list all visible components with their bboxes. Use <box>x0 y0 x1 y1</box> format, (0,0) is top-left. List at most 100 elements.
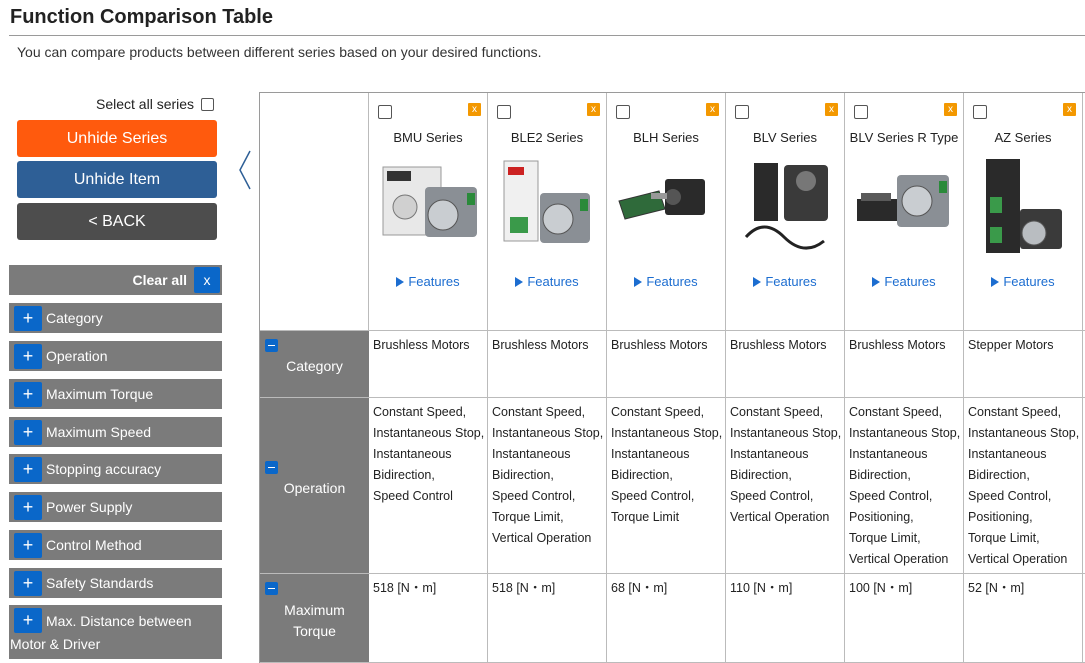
select-all-checkbox[interactable] <box>201 97 215 111</box>
filter-power-supply[interactable]: + Power Supply <box>9 492 222 522</box>
expand-icon[interactable]: + <box>14 532 42 558</box>
series-checkbox[interactable] <box>973 105 987 119</box>
comparison-table: x BMU Series Features x BLE2 Series Feat… <box>259 92 1085 663</box>
features-link[interactable]: Features <box>369 274 487 289</box>
table-cell: Constant Speed, Instantaneous Stop, Inst… <box>369 398 488 573</box>
expand-icon[interactable]: + <box>14 305 42 331</box>
unhide-item-button[interactable]: Unhide Item <box>17 161 217 198</box>
series-header: x BLE2 Series Features <box>488 93 607 330</box>
filter-label: Control Method <box>46 537 142 553</box>
remove-series-button[interactable]: x <box>825 103 838 116</box>
filter-label: Max. Distance between <box>46 612 192 629</box>
table-cell: Constant Speed, Instantaneous Stop, Inst… <box>964 398 1083 573</box>
filter-operation[interactable]: + Operation <box>9 341 222 371</box>
cell-text: Constant Speed, <box>968 405 1062 419</box>
table-cell: Brushless Motors <box>607 331 726 397</box>
cell-text: Speed Control, <box>968 489 1052 503</box>
features-link[interactable]: Features <box>964 274 1082 289</box>
filter-control-method[interactable]: + Control Method <box>9 530 222 560</box>
filter-safety-standards[interactable]: + Safety Standards <box>9 568 222 598</box>
series-header: x BMU Series Features <box>369 93 488 330</box>
cell-text: Constant Speed, <box>611 405 705 419</box>
features-label: Features <box>408 274 460 289</box>
collapse-panel-icon[interactable] <box>238 150 252 190</box>
cell-text: Instantaneous Stop, <box>849 426 961 440</box>
remove-series-button[interactable]: x <box>706 103 719 116</box>
clear-all-button[interactable]: x <box>194 267 220 293</box>
row-divider <box>260 330 1085 331</box>
expand-icon[interactable]: + <box>14 419 42 445</box>
series-checkbox[interactable] <box>735 105 749 119</box>
series-checkbox[interactable] <box>616 105 630 119</box>
unhide-series-button[interactable]: Unhide Series <box>17 120 217 157</box>
features-link[interactable]: Features <box>726 274 844 289</box>
cell-text: Speed Control, <box>611 489 695 503</box>
cell-text: Constant Speed, <box>730 405 824 419</box>
filter-category[interactable]: + Category <box>9 303 222 333</box>
table-cell: 518 [N・m] <box>488 574 607 663</box>
row-label-category: Category <box>260 331 369 397</box>
row-divider <box>260 573 1085 574</box>
collapse-row-icon[interactable] <box>265 582 278 595</box>
cell-text: Speed Control, <box>730 489 814 503</box>
cell-text: Speed Control, <box>492 489 576 503</box>
play-icon <box>991 277 1000 287</box>
product-image <box>857 175 949 227</box>
series-checkbox[interactable] <box>854 105 868 119</box>
table-cell: Brushless Motors <box>369 331 488 397</box>
features-link[interactable]: Features <box>607 274 725 289</box>
series-name: BLV Series R Type <box>849 130 959 145</box>
product-image <box>503 160 590 243</box>
page-title: Function Comparison Table <box>10 6 273 28</box>
cell-text: 518 [N・m] <box>373 581 437 595</box>
select-all-series[interactable]: Select all series <box>96 96 215 112</box>
features-link[interactable]: Features <box>488 274 606 289</box>
cell-text: Brushless Motors <box>492 338 589 352</box>
filter-label: Safety Standards <box>46 575 154 591</box>
back-button[interactable]: < BACK <box>17 203 217 240</box>
table-cell: Constant Speed, Instantaneous Stop, Inst… <box>607 398 726 573</box>
expand-icon[interactable]: + <box>14 381 42 407</box>
cell-text: Stepper Motors <box>968 338 1054 352</box>
expand-icon[interactable]: + <box>14 494 42 520</box>
cell-text: Brushless Motors <box>730 338 827 352</box>
remove-series-button[interactable]: x <box>587 103 600 116</box>
filter-maximum-torque[interactable]: + Maximum Torque <box>9 379 222 409</box>
series-checkbox[interactable] <box>378 105 392 119</box>
series-checkbox[interactable] <box>497 105 511 119</box>
remove-series-button[interactable]: x <box>1063 103 1076 116</box>
cell-text: Vertical Operation <box>849 552 949 566</box>
expand-icon[interactable]: + <box>14 570 42 596</box>
cell-text: Constant Speed, <box>373 405 467 419</box>
series-header: x BLH Series Features <box>607 93 726 330</box>
remove-series-button[interactable]: x <box>944 103 957 116</box>
filter-stopping-accuracy[interactable]: + Stopping accuracy <box>9 454 222 484</box>
expand-icon[interactable]: + <box>14 343 42 369</box>
expand-icon[interactable]: + <box>14 608 42 633</box>
collapse-row-icon[interactable] <box>265 339 278 352</box>
row-label-text: Maximum <box>284 602 345 618</box>
filter-label: Operation <box>46 348 108 364</box>
cell-text: Torque Limit <box>611 510 680 524</box>
row-label-text: Operation <box>283 480 346 496</box>
play-icon <box>515 277 524 287</box>
cell-text: Vertical Operation <box>730 510 830 524</box>
cell-text: 110 [N・m] <box>730 581 793 595</box>
features-label: Features <box>765 274 817 289</box>
filter-label-line2: Motor & Driver <box>10 636 101 652</box>
table-cell: Constant Speed, Instantaneous Stop, Inst… <box>488 398 607 573</box>
cell-text: Instantaneous <box>373 447 452 461</box>
cell-text: Bidirection, <box>730 468 792 482</box>
features-link[interactable]: Features <box>845 274 963 289</box>
filter-label: Maximum Speed <box>46 424 152 440</box>
collapse-row-icon[interactable] <box>265 461 278 474</box>
cell-text: Speed Control <box>373 489 453 503</box>
features-label: Features <box>884 274 936 289</box>
filter-maximum-speed[interactable]: + Maximum Speed <box>9 417 222 447</box>
cell-text: Brushless Motors <box>373 338 470 352</box>
cell-text: Instantaneous Stop, <box>492 426 604 440</box>
expand-icon[interactable]: + <box>14 456 42 482</box>
remove-series-button[interactable]: x <box>468 103 481 116</box>
filter-max-distance[interactable]: +Max. Distance between Motor & Driver <box>9 605 222 659</box>
series-name: AZ Series <box>994 130 1052 145</box>
